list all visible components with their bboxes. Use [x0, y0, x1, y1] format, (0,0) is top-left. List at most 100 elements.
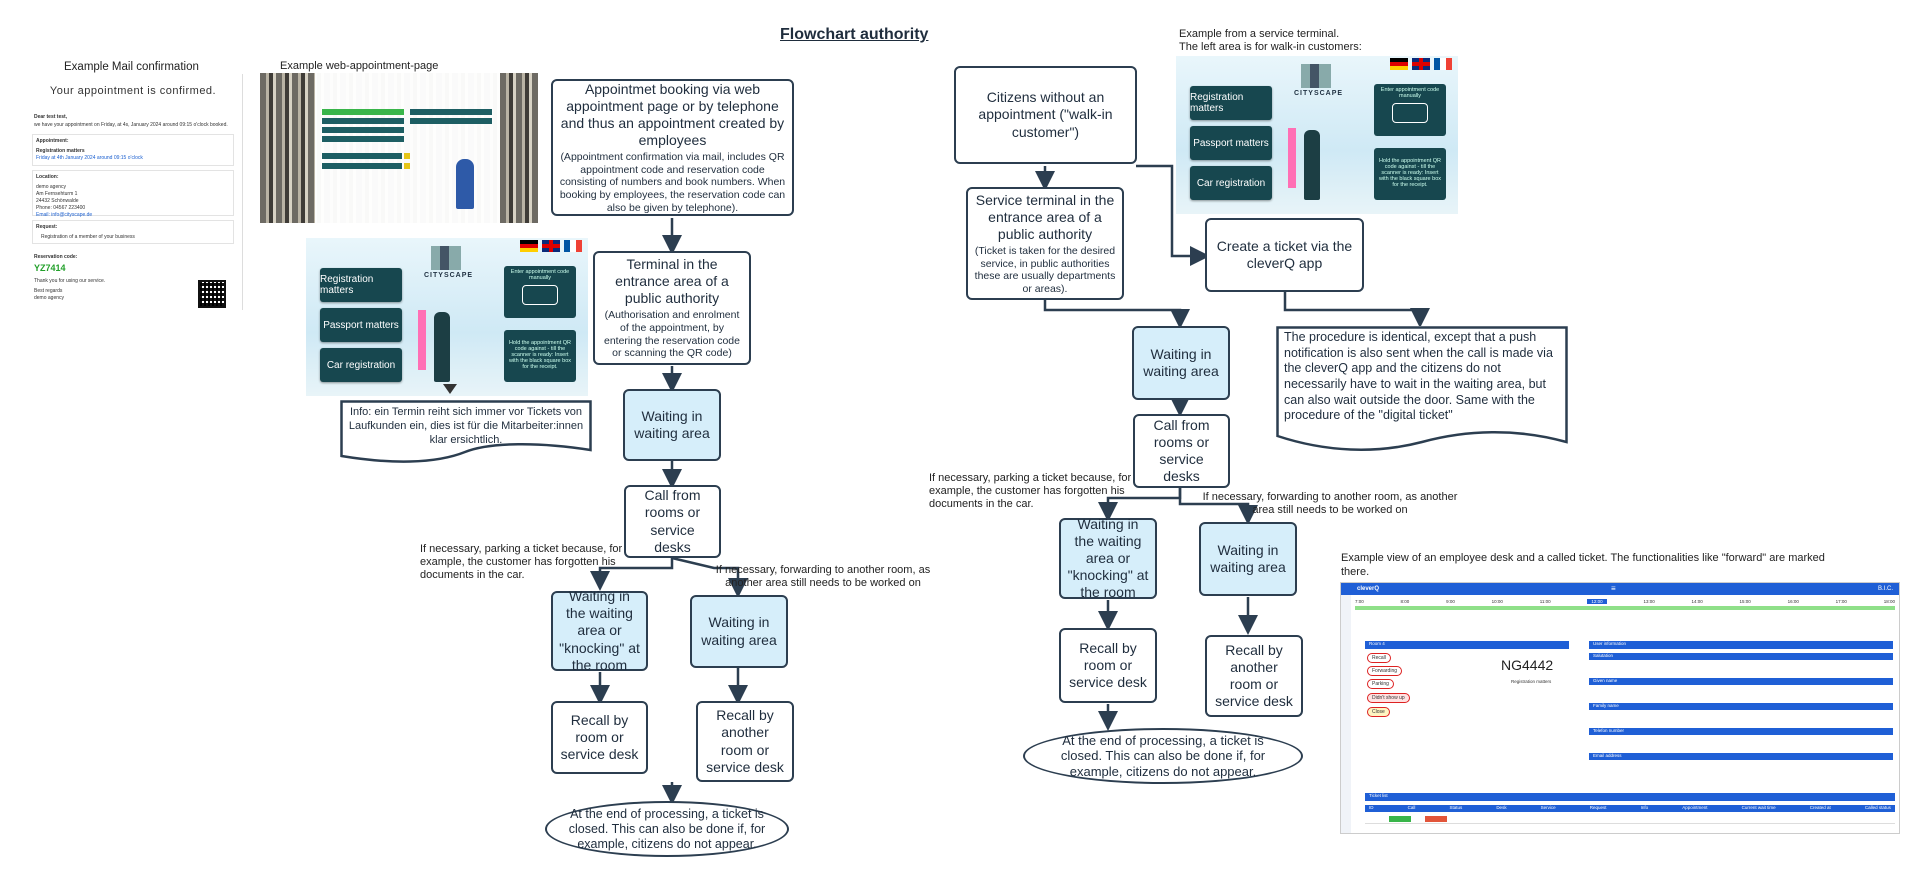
waiting-area-box-2: Waiting in waiting area [690, 595, 788, 668]
menu-icon[interactable]: ≡ [1611, 584, 1616, 593]
recall-other-box: Recall by another room or service desk [1205, 635, 1303, 717]
terminal-caption-line2: The left area is for walk-in customers: [1179, 41, 1362, 53]
forwarding-button[interactable]: Forwarding [1367, 666, 1403, 676]
terminal-illustration-left: CITYSCAPE Registration matters Passport … [306, 238, 588, 396]
terminal-button[interactable]: Car registration [1190, 166, 1272, 200]
waiting-area-box: Waiting in waiting area [1132, 326, 1230, 400]
recall-button[interactable]: Recall [1367, 653, 1391, 663]
side-top-label: Enter appointment code manually [510, 269, 570, 281]
terminal-button[interactable]: Car registration [320, 348, 402, 382]
employee-desk-screenshot: cleverQ ≡ B.I.C. 7:00 8:00 9:00 10:00 11… [1340, 582, 1900, 834]
user-field: Email address [1589, 753, 1893, 760]
time-slot: 12:00 [1587, 599, 1607, 604]
time-slot: 16:00 [1787, 599, 1799, 604]
service-terminal-detail: (Ticket is taken for the desired service… [974, 244, 1116, 295]
table-row[interactable] [1365, 815, 1895, 824]
column-header: Desk [1496, 805, 1507, 810]
terminal-button[interactable]: Passport matters [1190, 126, 1272, 160]
call-cell[interactable] [1389, 816, 1411, 822]
didnt-show-up-button[interactable]: Didn't show up [1367, 693, 1410, 703]
column-header: ID [1369, 805, 1374, 810]
column-header: Service [1540, 805, 1556, 810]
recall-room-box: Recall by room or service desk [1059, 628, 1157, 703]
waiting-area-box-2: Waiting in waiting area [1199, 522, 1297, 596]
terminal-detail: (Authorisation and enrolment of the appo… [603, 309, 740, 360]
cleverq-box: Create a ticket via the cleverQ app [1205, 218, 1364, 292]
room-header: Room 4 [1365, 641, 1569, 649]
terminal-button[interactable]: Registration matters [1190, 86, 1272, 120]
mail-intro: we have your appointment on Friday, at 4… [34, 122, 228, 128]
user-field: Salutation [1589, 653, 1893, 660]
time-slot: 15:00 [1739, 599, 1751, 604]
column-header: Status [1449, 805, 1463, 810]
procedure-note: The procedure is identical, except that … [1276, 326, 1568, 454]
terminal-side-top[interactable]: Enter appointment code manually [504, 266, 576, 318]
flag-fr-icon[interactable] [1434, 58, 1452, 70]
knocking-box: Waiting in the waiting area or "knocking… [551, 588, 648, 673]
ticket-table-header: ID Call Status Desk Service Request Info… [1365, 805, 1895, 812]
ticket-list-header: Ticket list [1365, 793, 1895, 801]
flag-uk-icon[interactable] [1412, 58, 1430, 70]
reservation-code-label: Reservation code: [34, 254, 78, 260]
close-button[interactable]: Close [1367, 707, 1390, 717]
cityscape-logo: CITYSCAPE [424, 272, 474, 279]
flag-uk-icon[interactable] [542, 240, 560, 252]
booking-box: Appointmet booking via web appointment p… [551, 79, 794, 216]
terminal-illustration-right: CITYSCAPE Registration matters Passport … [1176, 56, 1458, 214]
terminal-side-bottom[interactable]: Hold the appointment QR code against - t… [504, 330, 576, 382]
status-cell [1425, 816, 1447, 822]
forward-note: If necessary, forwarding to another room… [1202, 491, 1458, 517]
parking-button[interactable]: Parking [1367, 679, 1394, 689]
terminal-button[interactable]: Passport matters [320, 308, 402, 342]
reservation-code: YZ7414 [34, 263, 66, 273]
user-info-header: User information [1589, 641, 1893, 649]
service-terminal-title: Service terminal in the entrance area of… [975, 191, 1115, 242]
time-slot: 7:00 [1355, 599, 1364, 604]
location-line: Phone: 04567 223400 [36, 205, 86, 211]
qr-code-icon [198, 280, 226, 308]
room-label: Room 4 [1369, 641, 1385, 646]
info-note-text: Info: ein Termin reiht sich immer vor Ti… [348, 406, 584, 446]
called-ticket-number: NG4442 [1501, 657, 1554, 673]
appointment-value: Registration matters [36, 148, 85, 154]
terminal-side-bottom[interactable]: Hold the appointment QR code against - t… [1374, 148, 1446, 200]
column-header: Created at [1809, 805, 1831, 810]
info-note: Info: ein Termin reiht sich immer vor Ti… [340, 400, 592, 464]
building-icon [1301, 64, 1331, 88]
user-field: Family name [1589, 703, 1893, 710]
location-line: 24432 Schönwalde [36, 198, 79, 204]
location-line: Am Fernsehturm 1 [36, 191, 78, 197]
mail-location-block: Location: demo agency Am Fernsehturm 1 2… [32, 170, 234, 218]
kiosk-icon [418, 310, 426, 370]
terminal-button[interactable]: Registration matters [320, 268, 402, 302]
time-slot: 10:00 [1491, 599, 1503, 604]
citizens-box: Citizens without an appointment ("walk-i… [954, 66, 1137, 164]
location-line[interactable]: Email: info@cityscape.de [36, 212, 93, 218]
ticket-list-title: Ticket list [1369, 793, 1388, 798]
side-bottom-label: Hold the appointment QR code against - t… [508, 340, 572, 370]
flag-de-icon[interactable] [1390, 58, 1408, 70]
forward-note: If necessary, forwarding to another room… [715, 564, 931, 590]
mail-request-block: Request: Registration of a member of you… [32, 220, 234, 244]
mail-regards: Best regards [34, 288, 63, 294]
procedure-note-text: The procedure is identical, except that … [1284, 330, 1553, 423]
mail-heading: Your appointment is confirmed. [49, 85, 217, 97]
recall-other-box: Recall by another room or service desk [696, 701, 794, 782]
flag-fr-icon[interactable] [564, 240, 582, 252]
time-slot: 18:00 [1883, 599, 1895, 604]
call-box: Call from rooms or service desks [624, 485, 721, 558]
request-value: Registration of a member of your busines… [41, 234, 135, 240]
web-caption: Example web-appointment-page [280, 60, 439, 72]
parking-note: If necessary, parking a ticket because, … [420, 543, 623, 582]
mail-appointment-block: Appointment: Registration matters Friday… [32, 134, 234, 166]
terminal-box: Terminal in the entrance area of a publi… [593, 251, 751, 365]
person-illustration [456, 159, 474, 209]
cleverq-logo: cleverQ [1357, 586, 1380, 592]
time-slot: 13:00 [1643, 599, 1655, 604]
location-line: demo agency [36, 184, 67, 190]
terminal-side-top[interactable]: Enter appointment code manually [1374, 84, 1446, 136]
mail-confirmation: Your appointment is confirmed. Dear test… [24, 74, 243, 310]
column-header: Current wait time [1741, 805, 1776, 810]
flag-de-icon[interactable] [520, 240, 538, 252]
time-slot: 11:00 [1539, 599, 1551, 604]
